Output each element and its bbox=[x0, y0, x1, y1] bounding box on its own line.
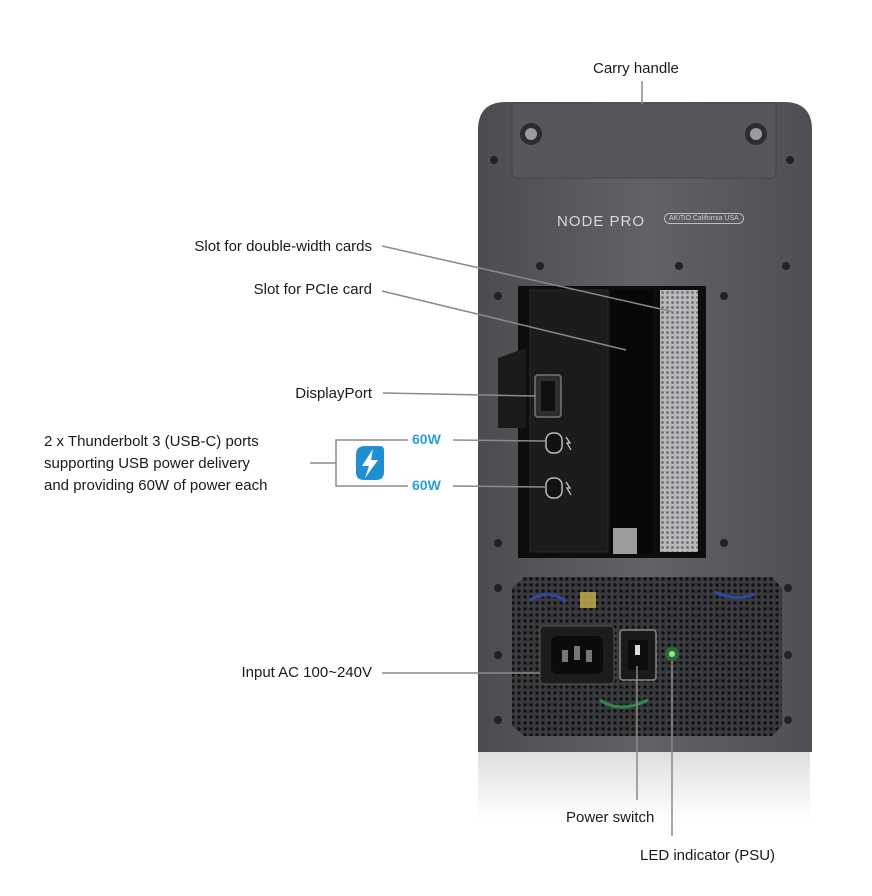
label-displayport: DisplayPort bbox=[295, 385, 372, 402]
label-led-indicator: LED indicator (PSU) bbox=[640, 847, 776, 864]
carry-handle bbox=[511, 102, 777, 179]
label-carry-handle: Carry handle bbox=[593, 60, 679, 77]
device-badge-maker: AKiTiO bbox=[669, 215, 691, 222]
label-thunderbolt-line1: 2 x Thunderbolt 3 (USB-C) ports bbox=[44, 433, 259, 450]
double-width-slot-cover bbox=[660, 290, 698, 552]
chassis-screws bbox=[490, 156, 794, 724]
port-power-top: 60W bbox=[412, 431, 441, 447]
label-pcie-slot: Slot for PCIe card bbox=[253, 281, 372, 298]
device-badge: AKiTiO California USA bbox=[664, 213, 744, 224]
psu bbox=[512, 577, 782, 736]
label-thunderbolt-line3: and providing 60W of power each bbox=[44, 477, 268, 494]
slot-for-pcie-card bbox=[611, 290, 653, 554]
device-badge-origin: California USA bbox=[692, 215, 739, 222]
thunderbolt-port-bottom bbox=[545, 477, 563, 499]
label-power-switch: Power switch bbox=[566, 809, 655, 826]
thunderbolt-icon bbox=[356, 446, 384, 480]
device-brand: NODE PRO bbox=[557, 213, 646, 230]
label-thunderbolt-line2: supporting USB power delivery bbox=[44, 455, 250, 472]
label-double-width-slot: Slot for double-width cards bbox=[194, 238, 372, 255]
pcie-card-bracket bbox=[529, 289, 609, 553]
leader-lines bbox=[310, 81, 675, 836]
label-input-ac: Input AC 100~240V bbox=[241, 664, 372, 681]
port-power-bottom: 60W bbox=[412, 477, 441, 493]
floor-reflection bbox=[478, 750, 810, 820]
thunderbolt-port-top bbox=[545, 432, 563, 454]
